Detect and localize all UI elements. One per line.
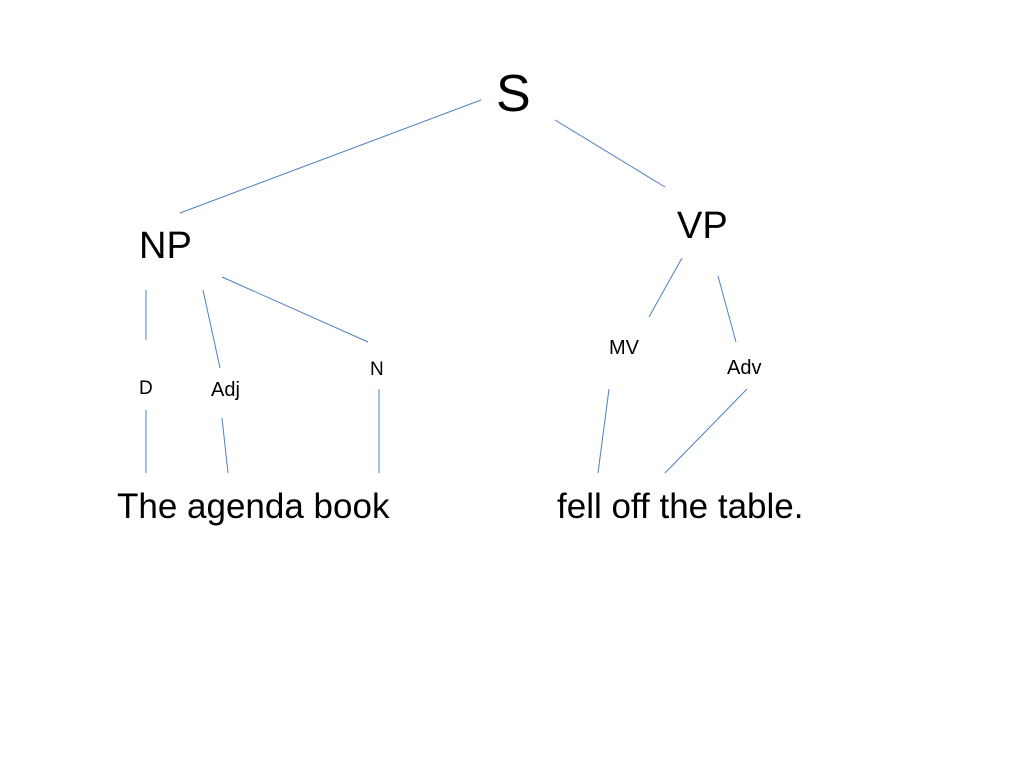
edge-np-n bbox=[221, 276, 369, 343]
edge-mv-fell bbox=[597, 388, 610, 474]
node-vp-label: VP bbox=[677, 205, 728, 247]
node-s-label: S bbox=[496, 65, 531, 123]
node-adj-label: Adj bbox=[211, 379, 240, 401]
node-mv-label: MV bbox=[609, 337, 639, 359]
node-adv-label: Adv bbox=[727, 357, 762, 379]
node-d-label: D bbox=[139, 378, 153, 399]
edge-np-adj bbox=[202, 289, 221, 369]
edge-s-vp bbox=[554, 119, 666, 188]
node-np-label: NP bbox=[139, 225, 192, 267]
sentence-predicate: fell off the table. bbox=[557, 487, 804, 526]
edge-vp-adv bbox=[717, 275, 737, 343]
edge-adv-off-the-table bbox=[664, 388, 748, 474]
edge-s-np bbox=[179, 99, 482, 214]
sentence-subject: The agenda book bbox=[117, 487, 390, 526]
node-n-label: N bbox=[370, 359, 384, 380]
edge-vp-mv bbox=[648, 257, 683, 318]
edge-adj-agenda bbox=[221, 417, 229, 474]
